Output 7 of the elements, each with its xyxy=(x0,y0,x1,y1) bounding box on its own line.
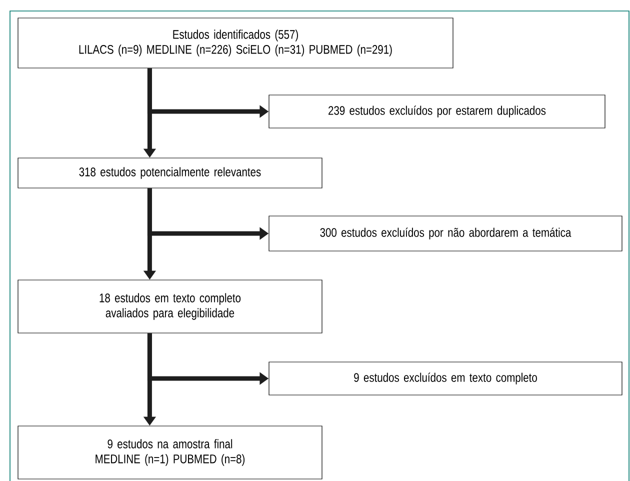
process-box: Estudos identificados (557) LILACS (n=9) MEDLINE (n=226) SciELO (n=31) PUBMED (n=291) xyxy=(18,18,454,68)
process-box: 18 estudos em texto completo avaliados para elegibilidade xyxy=(18,280,322,334)
process-box: 9 estudos excluídos em texto completo xyxy=(268,362,622,396)
process-box: 318 estudos potencialmente relevantes xyxy=(18,158,322,188)
process-box: 9 estudos na amostra final MEDLINE (n=1) PUBMED (n=8) xyxy=(18,426,322,480)
process-box: 300 estudos excluídos por não abordarem a temática xyxy=(268,216,622,252)
process-box: 239 estudos excluídos por estarem duplicados xyxy=(268,94,606,128)
